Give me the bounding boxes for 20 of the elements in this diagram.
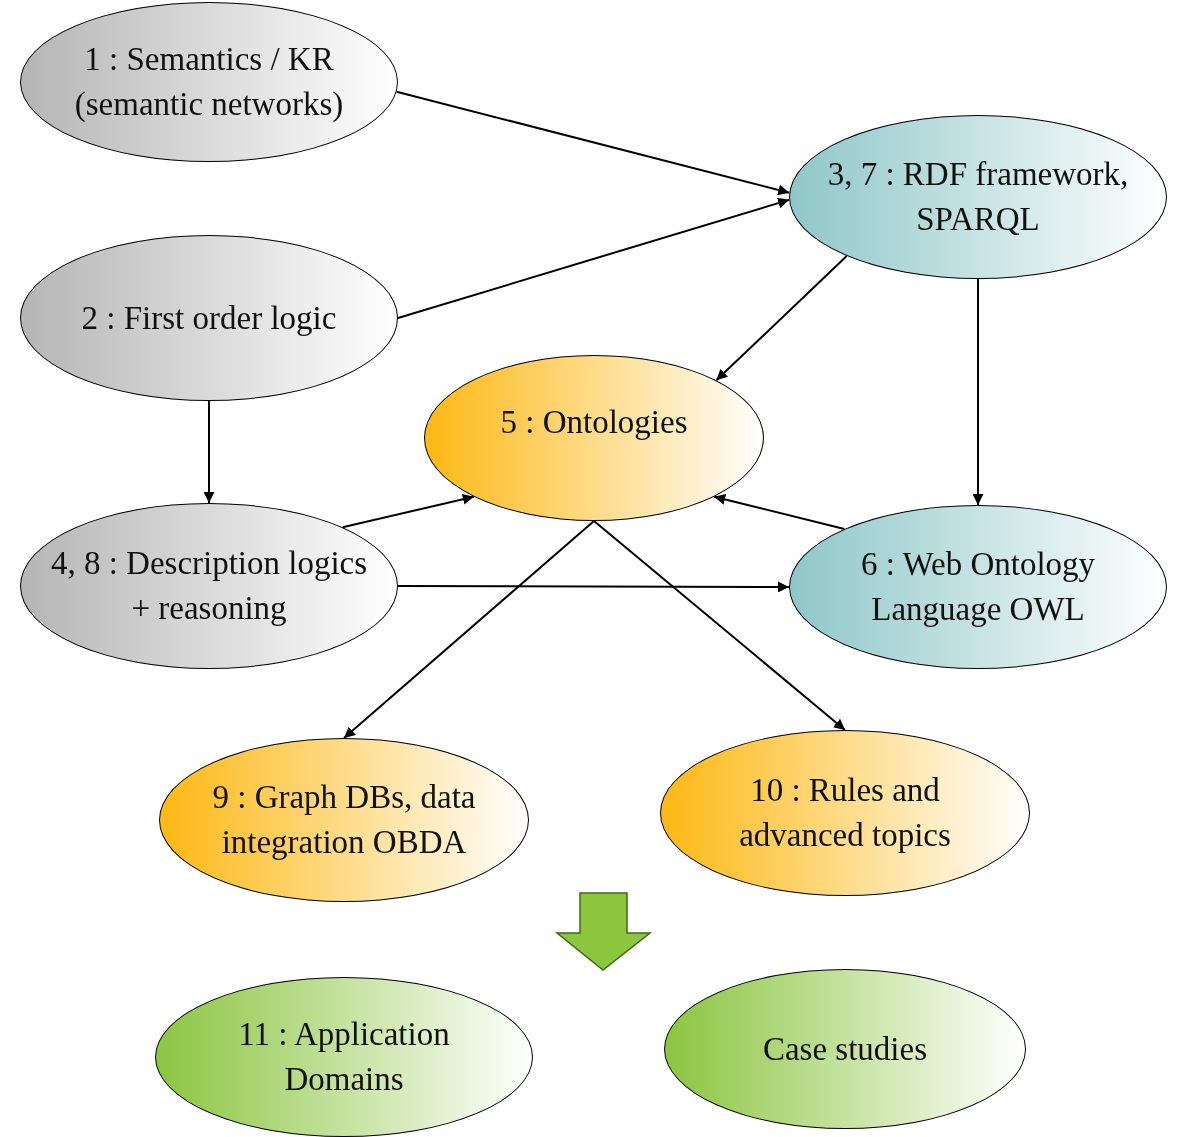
arrow [972, 278, 984, 506]
arrow [715, 255, 848, 382]
arrow [593, 520, 846, 731]
arrow [397, 197, 791, 319]
topic-label: 2 : First order logic [80, 298, 338, 338]
topic-label: 4, 8 : Description logics + reasoning [49, 544, 369, 628]
topic-label: 11 : Application Domains [237, 1015, 451, 1099]
topic-label: 1 : Semantics / KR (semantic networks) [73, 40, 345, 124]
topic-label: 6 : Web Ontology Language OWL [859, 545, 1097, 629]
arrow [343, 520, 595, 739]
arrow [341, 493, 475, 529]
topic-label: Case studies [761, 1029, 929, 1069]
topic-label: 9 : Graph DBs, data integration OBDA [211, 778, 477, 862]
arrow [203, 400, 215, 504]
topic-label: 3, 7 : RDF framework, SPARQL [826, 155, 1130, 239]
arrow [713, 494, 846, 530]
topic-label: 5 : Ontologies [499, 402, 689, 442]
topic-label: 10 : Rules and advanced topics [738, 771, 952, 855]
arrow [395, 90, 791, 196]
arrow [397, 581, 790, 593]
